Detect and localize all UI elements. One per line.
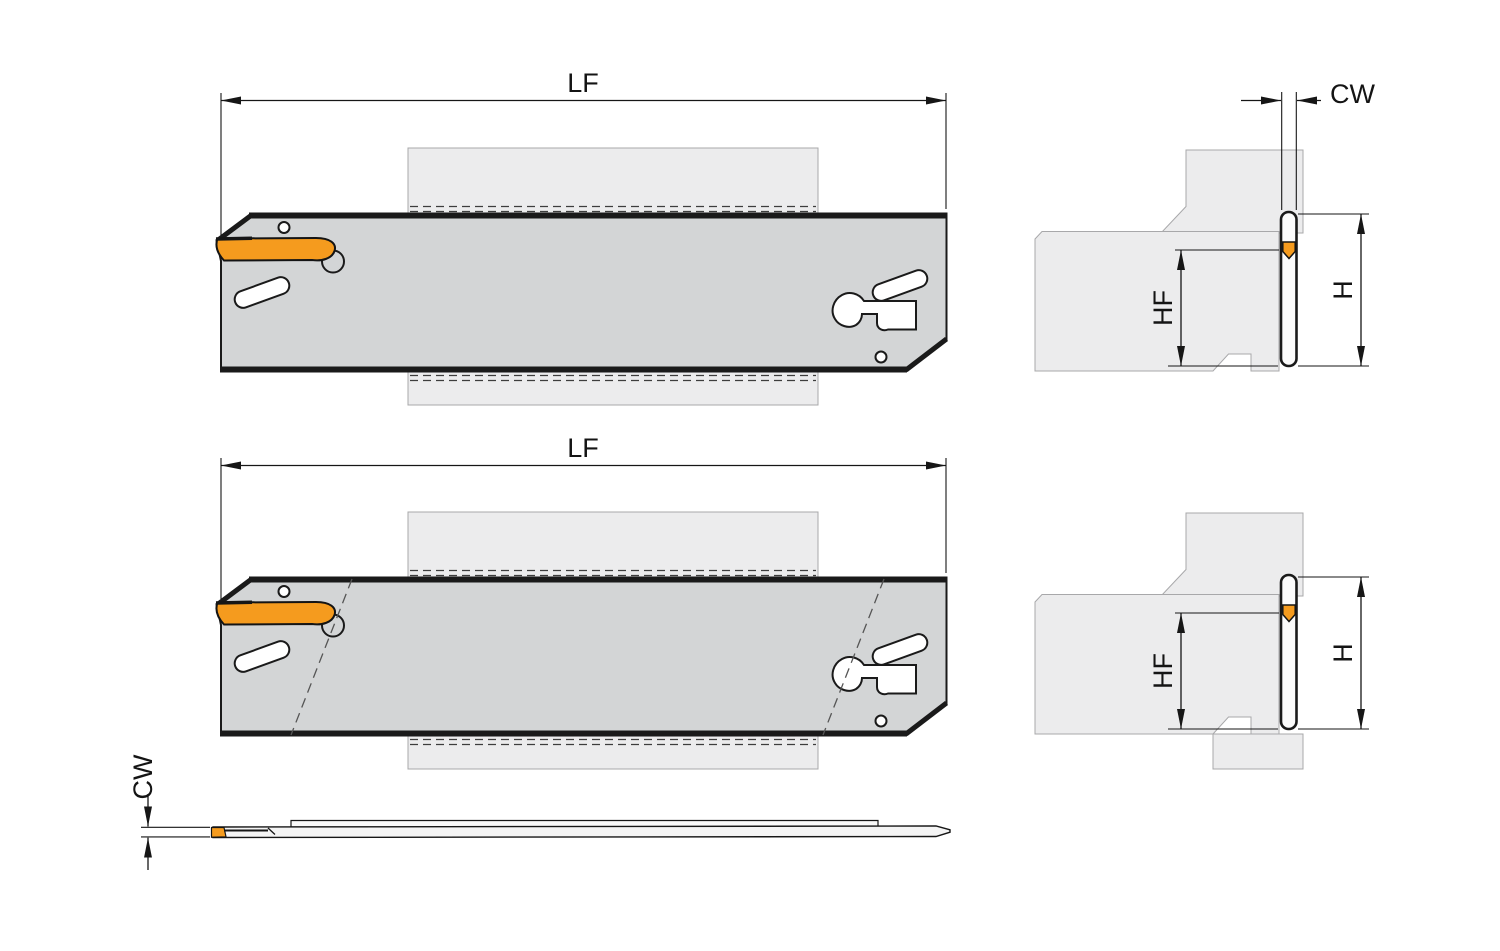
blade-edge-view (212, 825, 951, 839)
cw-dimension-top: CW (1241, 79, 1375, 210)
edge-view-bottom: CW (128, 754, 951, 870)
lf-dimension-top: LF (220, 68, 947, 236)
hf-label-middle: HF (1148, 653, 1178, 689)
cw-label-top: CW (1330, 79, 1375, 109)
cw-label-bottom: CW (128, 754, 158, 799)
blade-section-line-left (290, 578, 353, 736)
h-label-middle: H (1328, 643, 1358, 663)
side-view-middle: LF (216, 433, 947, 769)
blade-section-line-right (822, 578, 885, 736)
h-dimension-middle: H (1298, 576, 1369, 730)
end-view-top: CW HF H (1033, 79, 1375, 373)
h-label-top: H (1328, 280, 1358, 300)
holder-block-lower-ghost (1212, 733, 1304, 770)
lf-label-top: LF (567, 68, 599, 98)
lf-label-middle: LF (567, 433, 599, 463)
hf-dimension-top: HF (1148, 249, 1279, 367)
cw-dimension-bottom: CW (128, 754, 210, 870)
side-view-top: LF (216, 68, 947, 405)
lf-dimension-middle: LF (220, 433, 947, 599)
end-view-middle: HF H (1033, 511, 1369, 770)
pocket-edge-tick (267, 827, 276, 835)
hf-label-top: HF (1148, 290, 1178, 326)
h-dimension-top: H (1298, 213, 1369, 367)
hf-dimension-middle: HF (1148, 612, 1279, 730)
insert-edge-view (210, 826, 227, 838)
